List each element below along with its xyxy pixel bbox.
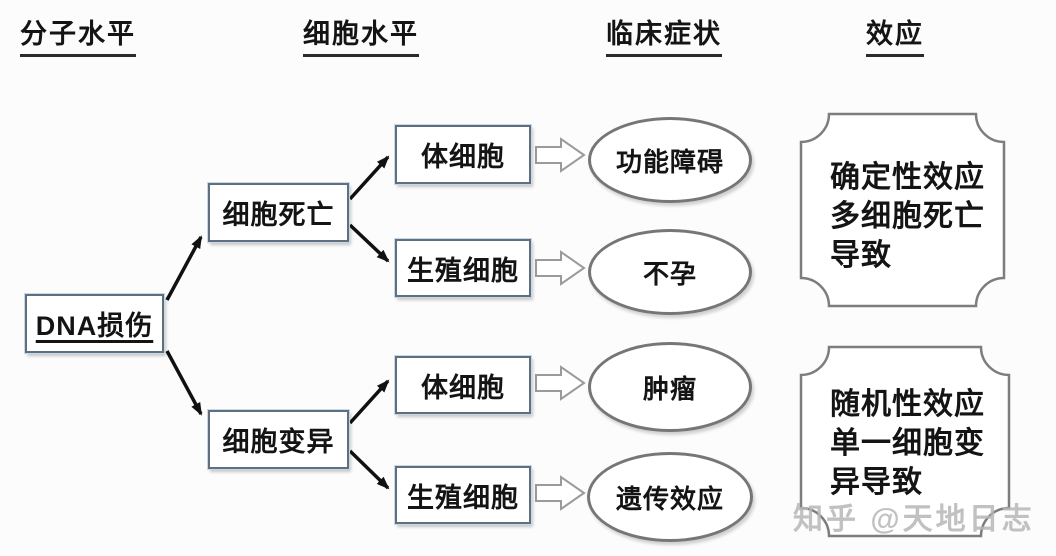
plaque-stochastic-line-3: 异导致 — [830, 466, 923, 499]
arrow-dna-to-cell-death — [165, 235, 203, 301]
header-molecular-level: 分子水平 — [20, 12, 136, 57]
node-somatic-cell-top: 体细胞 — [395, 125, 531, 184]
node-germ-cell-bottom: 生殖细胞 — [395, 466, 531, 524]
block-arrow-to-genetic — [535, 475, 586, 511]
node-germ-cell-top-label: 生殖细胞 — [407, 255, 519, 286]
watermark-zhihu: 知乎 @天地日志 — [793, 503, 1035, 536]
node-cell-mutation: 细胞变异 — [208, 410, 349, 469]
node-cell-death: 细胞死亡 — [208, 183, 349, 242]
node-germ-cell-top: 生殖细胞 — [395, 239, 531, 297]
node-cell-death-label: 细胞死亡 — [222, 200, 335, 230]
plaque-stochastic-line-2: 单一细胞变 — [830, 427, 985, 460]
arrow-cell-death-to-somatic — [348, 155, 390, 201]
block-arrow-to-tumor — [535, 365, 586, 401]
node-somatic-cell-top-label: 体细胞 — [421, 142, 505, 172]
node-cell-mutation-label: 细胞变异 — [222, 427, 335, 457]
node-germ-cell-bottom-label: 生殖细胞 — [407, 482, 519, 513]
header-effect: 效应 — [866, 12, 924, 57]
arrow-cell-mutation-to-somatic — [348, 379, 390, 425]
ellipse-tumor-label: 肿瘤 — [642, 373, 697, 404]
plaque-stochastic-effect — [799, 345, 1011, 538]
plaque-deterministic-line-1: 确定性效应 — [830, 161, 985, 194]
ellipse-infertility-label: 不孕 — [642, 258, 697, 289]
plaque-deterministic-text: 确定性效应 多细胞死亡 导致 — [830, 158, 985, 275]
ellipse-tumor: 肿瘤 — [588, 342, 752, 432]
plaque-deterministic-line-2: 多细胞死亡 — [830, 200, 985, 233]
block-arrow-to-dysfunction — [535, 137, 586, 173]
node-dna-damage-label: DNA损伤 — [35, 311, 154, 341]
plaque-stochastic-line-1: 随机性效应 — [830, 388, 985, 421]
ellipse-genetic-effect: 遗传效应 — [587, 452, 753, 542]
ellipse-dysfunction: 功能障碍 — [588, 117, 752, 203]
header-cellular-level: 细胞水平 — [303, 12, 419, 57]
node-somatic-cell-bottom-label: 体细胞 — [421, 372, 505, 403]
block-arrow-to-infertility — [535, 250, 586, 286]
arrow-dna-to-cell-mutation — [165, 350, 203, 416]
ellipse-infertility: 不孕 — [588, 229, 752, 315]
arrow-cell-death-to-germ — [348, 223, 390, 263]
arrow-cell-mutation-to-germ — [348, 449, 390, 490]
ellipse-dysfunction-label: 功能障碍 — [615, 146, 724, 177]
node-somatic-cell-bottom: 体细胞 — [395, 356, 531, 414]
plaque-deterministic-line-3: 导致 — [830, 239, 892, 272]
header-clinical-symptom: 临床症状 — [606, 12, 722, 57]
plaque-deterministic-effect — [799, 112, 1006, 308]
plaque-stochastic-text: 随机性效应 单一细胞变 异导致 — [830, 385, 985, 502]
node-dna-damage: DNA损伤 — [25, 294, 164, 353]
ellipse-genetic-effect-label: 遗传效应 — [615, 483, 724, 514]
